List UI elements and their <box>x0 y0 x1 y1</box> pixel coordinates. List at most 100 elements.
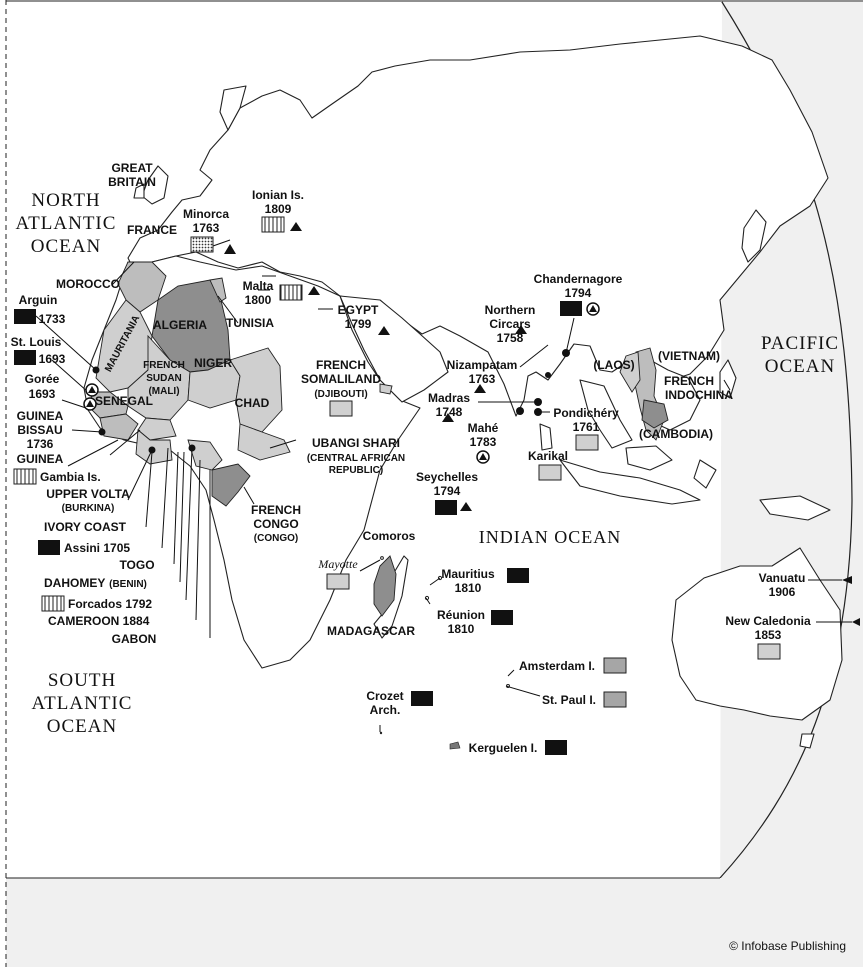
box-ionian <box>261 216 285 233</box>
label-french-indochina-1: FRENCH <box>664 374 714 388</box>
dot-chandernagore <box>562 349 570 357</box>
dot-arguin <box>92 366 100 374</box>
label-chandernagore-2: 1794 <box>565 286 592 300</box>
label-new-caledonia-1: New Caledonia <box>725 614 811 628</box>
ocean-south-atlantic-3: OCEAN <box>47 716 117 737</box>
box-karikal <box>538 464 562 481</box>
label-karikal: Karikal <box>528 449 568 463</box>
ocean-north-atlantic-2: ATLANTIC <box>16 213 117 234</box>
ocean-labels: NORTH ATLANTIC OCEAN SOUTH ATLANTIC OCEA… <box>16 190 839 737</box>
place-labels: GREAT BRITAIN FRANCE Minorca 1763 Ionian… <box>11 161 811 755</box>
label-minorca-2: 1763 <box>193 221 220 235</box>
triangle-minorca-icon <box>224 244 236 254</box>
label-malta-1: Malta <box>243 279 274 293</box>
label-chad: CHAD <box>235 396 270 410</box>
label-comoros: Comoros <box>363 529 416 543</box>
label-madagascar: MADAGASCAR <box>327 624 415 638</box>
label-vietnam: (VIETNAM) <box>658 349 720 363</box>
label-seychelles-1: Seychelles <box>416 470 478 484</box>
label-french-sudan-1: FRENCH <box>143 360 185 371</box>
label-reunion-1: Réunion <box>437 608 485 622</box>
label-gabon: GABON <box>112 632 157 646</box>
label-guinea-bissau-2: BISSAU <box>17 423 62 437</box>
label-pondichery-2: 1761 <box>573 420 600 434</box>
triangle-ionian-icon <box>290 222 302 231</box>
label-reunion-2: 1810 <box>448 622 475 636</box>
label-ionian-1: Ionian Is. <box>252 188 304 202</box>
label-ubangi-shari-3: REPUBLIC) <box>329 465 383 476</box>
label-goree-1: Gorée <box>25 372 60 386</box>
holding-boxes <box>13 216 781 755</box>
label-mahe-2: 1783 <box>470 435 497 449</box>
label-french-congo-3: (CONGO) <box>254 533 298 544</box>
box-crozet <box>411 691 433 706</box>
label-guinea-bissau-1: GUINEA <box>17 409 64 423</box>
label-vanuatu-1: Vanuatu <box>759 571 806 585</box>
box-gambia <box>13 468 37 485</box>
label-arguin-1: Arguin <box>19 293 58 307</box>
label-egypt-1: EGYPT <box>338 303 379 317</box>
region-french-somaliland <box>379 383 393 395</box>
circle-triangle-goree-icon <box>83 397 97 411</box>
label-madras-1: Madras <box>428 391 470 405</box>
label-assini: Assini 1705 <box>64 541 130 555</box>
label-egypt-2: 1799 <box>345 317 372 331</box>
dot-madras <box>534 398 542 406</box>
label-arguin-2: 1733 <box>39 312 66 326</box>
french-holdings <box>89 261 669 617</box>
label-ivory-coast: IVORY COAST <box>44 520 127 534</box>
box-mauritius <box>507 568 529 583</box>
label-mayotte: Mayotte <box>317 557 358 571</box>
label-goree-2: 1693 <box>29 387 56 401</box>
label-upper-volta-1: UPPER VOLTA <box>46 487 130 501</box>
circle-triangle-st-louis-icon <box>85 383 99 397</box>
label-ubangi-shari-1: UBANGI SHARI <box>312 436 400 450</box>
label-mahe-1: Mahé <box>468 421 499 435</box>
arrows-east <box>842 576 860 626</box>
label-kerguelen: Kerguelen I. <box>469 741 538 755</box>
label-togo: TOGO <box>119 558 154 572</box>
label-st-louis-1: St. Louis <box>11 335 62 349</box>
label-guinea-bissau-3: 1736 <box>27 437 54 451</box>
label-malta-2: 1800 <box>245 293 272 307</box>
label-chandernagore-1: Chandernagore <box>534 272 623 286</box>
label-northern-circars-2: Circars <box>489 317 531 331</box>
circle-triangle-mahe-icon <box>476 450 490 464</box>
label-french-congo-1: FRENCH <box>251 503 301 517</box>
label-dahomey-2: (BENIN) <box>109 579 147 590</box>
ocean-south-atlantic-1: SOUTH <box>48 670 116 691</box>
box-mayotte <box>326 573 350 590</box>
triangle-seychelles-icon <box>460 502 472 511</box>
label-nizampatam-2: 1763 <box>469 372 496 386</box>
label-st-paul: St. Paul I. <box>542 693 596 707</box>
dot-northern-circars <box>545 372 551 378</box>
label-ionian-2: 1809 <box>265 202 292 216</box>
box-arguin <box>14 309 36 324</box>
label-france: FRANCE <box>127 223 177 237</box>
label-pondichery-1: Pondichéry <box>553 406 619 420</box>
label-nizampatam-1: Nizampatam <box>447 358 518 372</box>
label-french-sudan-2: SUDAN <box>146 373 182 384</box>
copyright: © Infobase Publishing <box>729 939 846 953</box>
label-ubangi-shari-2: (CENTRAL AFRICAN <box>307 453 405 464</box>
region-morocco <box>117 261 167 313</box>
label-new-caledonia-2: 1853 <box>755 628 782 642</box>
label-mauritius-1: Mauritius <box>441 567 495 581</box>
ocean-indian: INDIAN OCEAN <box>479 527 621 547</box>
small-islands <box>379 556 510 750</box>
dot-pondichery <box>534 408 542 416</box>
region-ubangi-shari <box>237 423 291 461</box>
dot-forcados <box>188 444 196 452</box>
label-cambodia: (CAMBODIA) <box>639 427 713 441</box>
box-malta <box>279 284 303 301</box>
label-morocco: MOROCCO <box>56 277 120 291</box>
label-northern-circars-3: 1758 <box>497 331 524 345</box>
label-great-britain-2: BRITAIN <box>108 175 156 189</box>
label-algeria: ALGERIA <box>153 318 207 332</box>
box-somaliland <box>329 400 353 417</box>
triangle-madras-icon <box>442 413 454 422</box>
triangle-northern-circars-icon <box>515 325 527 334</box>
label-french-somaliland-2: SOMALILAND <box>301 372 381 386</box>
label-french-sudan-3: (MALI) <box>148 386 179 397</box>
